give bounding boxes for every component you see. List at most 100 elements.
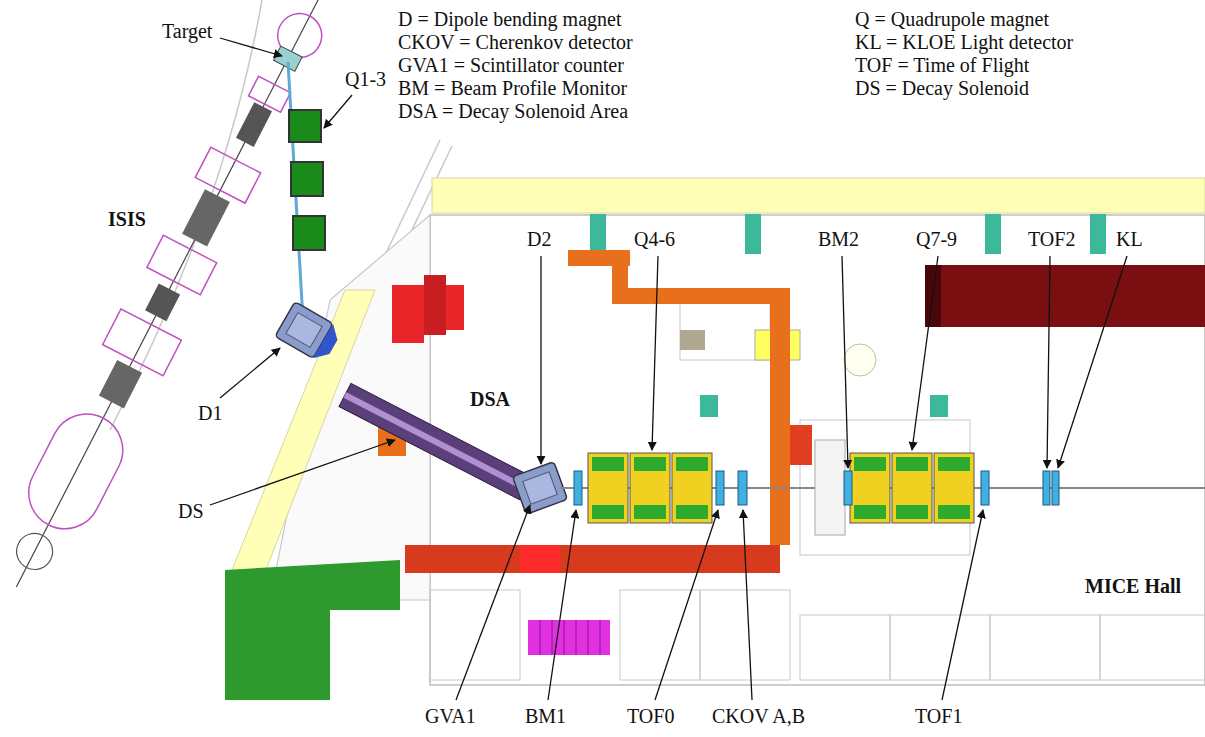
quadrupole-triplet — [850, 453, 974, 523]
shielding — [446, 285, 464, 330]
quadrupole — [293, 216, 325, 250]
shielding — [424, 275, 446, 335]
shielding — [405, 545, 780, 573]
component-label: Q1-3 — [345, 68, 386, 91]
pillar — [930, 395, 948, 417]
quadrupole — [634, 505, 666, 519]
legend-entry: Q = Quadrupole magnet — [855, 8, 1049, 31]
dipole — [313, 324, 343, 365]
leader-lines — [210, 38, 1127, 700]
leader-line — [655, 510, 718, 700]
component-label: CKOV A,B — [712, 705, 805, 728]
service-block — [844, 344, 876, 376]
dipole — [286, 313, 322, 348]
component-label: D2 — [527, 228, 551, 251]
leader-line — [220, 38, 282, 56]
quadrupole — [854, 457, 886, 471]
quadrupole-triplet — [588, 453, 712, 523]
detector — [1043, 471, 1050, 505]
service-block — [680, 330, 705, 350]
component-label: KL — [1116, 228, 1143, 251]
dipole — [512, 462, 567, 515]
stairs — [528, 620, 610, 655]
leader-line — [652, 256, 658, 450]
area-label: DSA — [470, 388, 510, 411]
shield-wall — [228, 290, 375, 580]
room-outline — [700, 590, 790, 680]
shielding — [520, 545, 560, 573]
component-label: BM1 — [525, 705, 566, 728]
detector — [574, 471, 582, 505]
area-label: ISIS — [108, 208, 146, 231]
building-block — [225, 560, 400, 700]
quadrupole — [592, 457, 624, 471]
shielding — [392, 285, 424, 343]
component-label: TOF1 — [915, 705, 962, 728]
isis-element — [10, 527, 58, 575]
shielding — [770, 288, 790, 545]
decay-solenoid — [339, 383, 531, 499]
room-outline — [800, 615, 890, 680]
quadrupole — [634, 457, 666, 471]
quadrupole — [289, 110, 321, 142]
cooling-channel — [925, 265, 1205, 327]
legend-entry: TOF = Time of Flight — [855, 54, 1029, 77]
beam-pipe — [16, 0, 322, 587]
quadrupole — [892, 453, 932, 523]
detector — [844, 471, 852, 505]
pillar — [985, 214, 1001, 254]
area-label: MICE Hall — [1085, 575, 1181, 598]
monitor-housing — [815, 440, 845, 535]
leader-line — [1047, 256, 1050, 468]
leader-line — [540, 256, 541, 464]
component-label: Q4-6 — [634, 228, 675, 251]
quadrupole — [630, 453, 670, 523]
isis-element — [236, 102, 272, 147]
legend-entry: GVA1 = Scintillator counter — [398, 54, 624, 77]
legend-entry: D = Dipole bending magnet — [398, 8, 621, 31]
component-label: DS — [178, 500, 204, 523]
detector — [1052, 471, 1059, 505]
detector — [981, 471, 989, 505]
quadrupole — [592, 505, 624, 519]
room-outline — [1100, 615, 1205, 680]
legend-entry: KL = KLOE Light detector — [855, 31, 1073, 54]
quadrupole — [850, 453, 890, 523]
isis-beamline — [0, 0, 355, 603]
legend-entry: CKOV = Cherenkov detector — [398, 31, 633, 54]
pillar — [1090, 214, 1106, 254]
room-outline — [990, 615, 1100, 680]
isis-element — [147, 235, 217, 294]
room-outline — [620, 590, 700, 680]
isis-element — [145, 284, 180, 322]
leader-line — [743, 510, 752, 700]
quadrupole — [938, 505, 970, 519]
legend-entry: BM = Beam Profile Monitor — [398, 77, 627, 100]
isis-element — [182, 189, 230, 246]
quadrupole — [896, 457, 928, 471]
component-label: D1 — [198, 402, 222, 425]
leader-line — [456, 505, 530, 700]
legend-entry: DSA = Decay Solenoid Area — [398, 100, 628, 123]
pillar — [700, 395, 718, 417]
leader-line — [1058, 256, 1127, 468]
quadrupole — [676, 457, 708, 471]
room-outline — [430, 590, 520, 680]
shielding — [790, 425, 812, 465]
quadrupole — [934, 453, 974, 523]
quadrupole — [672, 453, 712, 523]
quadrupole — [896, 505, 928, 519]
dipole — [512, 462, 567, 515]
decay-solenoid — [339, 383, 531, 499]
quadrupole — [854, 505, 886, 519]
component-label: BM2 — [818, 228, 859, 251]
quadrupole — [291, 162, 323, 196]
dipole — [275, 302, 343, 365]
leader-line — [210, 440, 395, 505]
stairs — [540, 620, 600, 655]
room-outline — [890, 615, 990, 680]
leader-line — [842, 256, 848, 468]
component-label: GVA1 — [425, 705, 476, 728]
detector — [716, 471, 724, 505]
